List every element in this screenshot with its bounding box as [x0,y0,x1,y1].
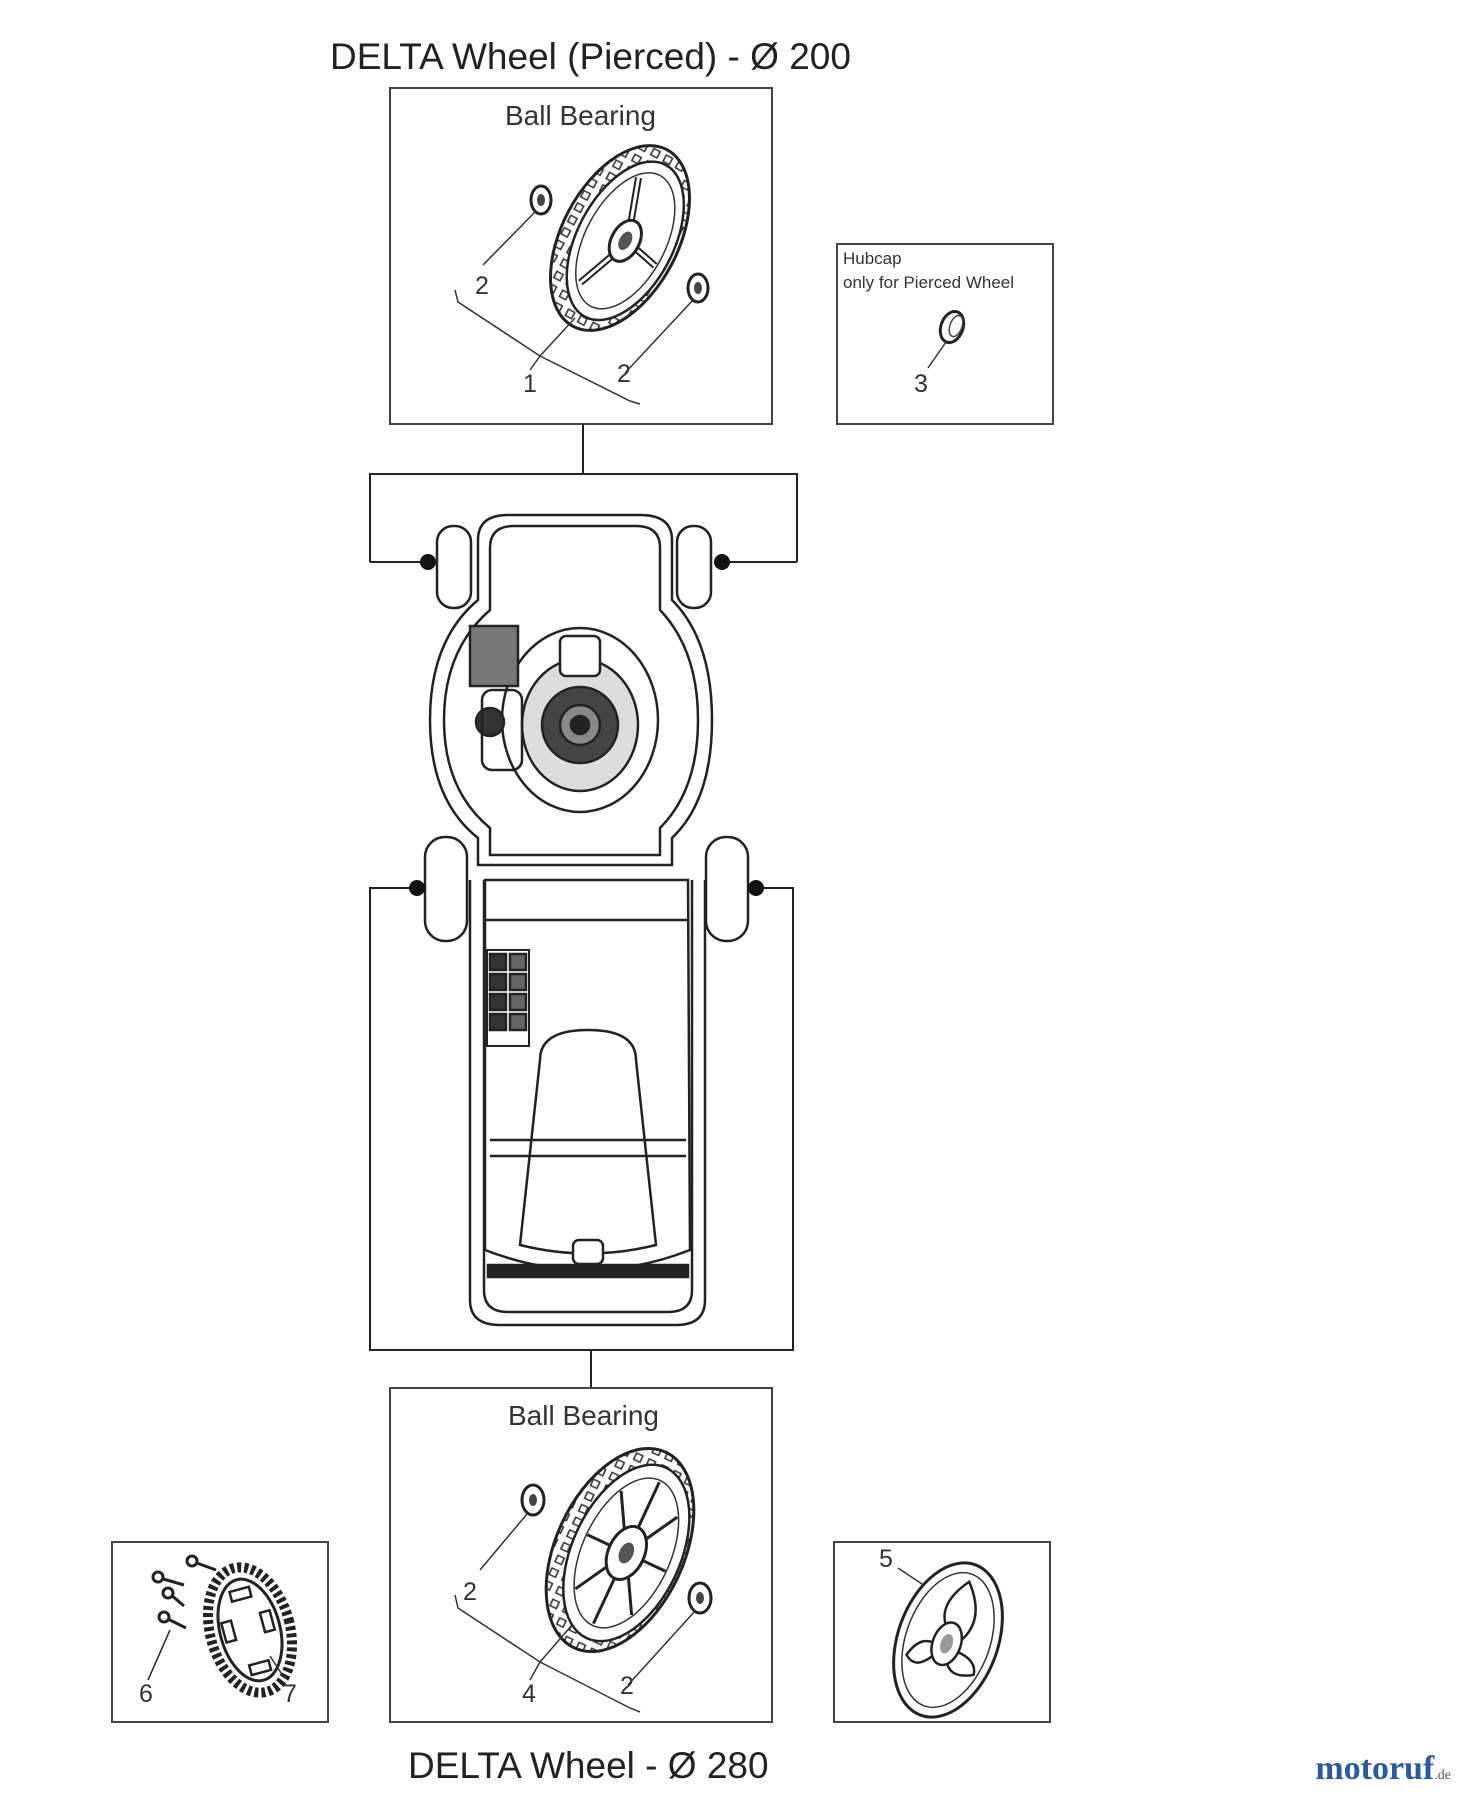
wheel-280 [544,1446,696,1654]
callout-screws: 6 [139,1680,153,1708]
ball-bearing-right-bottom [687,1581,713,1615]
top-connector [369,424,798,563]
rear-connector [369,887,794,1388]
hubcap-label-line1: Hubcap [843,249,902,268]
brand-name: motoruf [1315,1750,1435,1787]
top-leader-lines [454,211,694,405]
brand-suffix: .de [1434,1768,1451,1783]
front-right-dot [714,554,730,570]
front-left-wheel [435,524,473,610]
top-wheel-box [389,87,773,425]
bottom-box-label: Ball Bearing [508,1400,659,1431]
callout-gear-ring: 7 [283,1680,297,1708]
rear-left-wheel [423,835,469,943]
callout-bottom-wheel: 4 [522,1680,536,1708]
rear-right-dot [748,880,764,896]
gear-ring [202,1562,298,1698]
hubcap-part [927,310,966,369]
callout-cover: 5 [879,1545,893,1573]
bottom-leader-lines [454,1513,696,1713]
callout-bottom-bearing-right: 2 [620,1672,634,1700]
rear-right-wheel [704,835,750,943]
hubcap-label-line2: only for Pierced Wheel [843,273,1015,292]
bottom-title: DELTA Wheel - Ø 280 [408,1745,769,1786]
cover-leader [897,1567,923,1585]
wheel-cover [892,1561,1004,1719]
lawn-mower [423,513,750,1327]
bottom-wheel-box [389,1387,773,1723]
brand-logo: motoruf.de [1315,1750,1451,1788]
callout-top-bearing-right: 2 [617,360,631,388]
callout-top-wheel: 1 [523,370,537,398]
front-right-wheel [675,524,713,610]
ball-bearing-left-bottom [520,1483,546,1517]
callout-top-bearing-left: 2 [475,272,489,300]
top-box-label: Ball Bearing [505,100,656,131]
hubcap-box [836,243,1054,425]
pierced-wheel-200 [549,144,691,332]
gear-ring-leader [269,1655,284,1677]
rear-left-dot [409,880,425,896]
gear-ring-box [111,1541,329,1723]
callout-bottom-bearing-left: 2 [463,1578,477,1606]
ball-bearing-right-top [686,272,710,304]
top-title: DELTA Wheel (Pierced) - Ø 200 [330,36,851,77]
screws [147,1554,217,1681]
cover-box [833,1541,1051,1723]
callout-hubcap: 3 [914,370,928,398]
ball-bearing-left-top [529,184,553,216]
front-left-dot [420,554,436,570]
